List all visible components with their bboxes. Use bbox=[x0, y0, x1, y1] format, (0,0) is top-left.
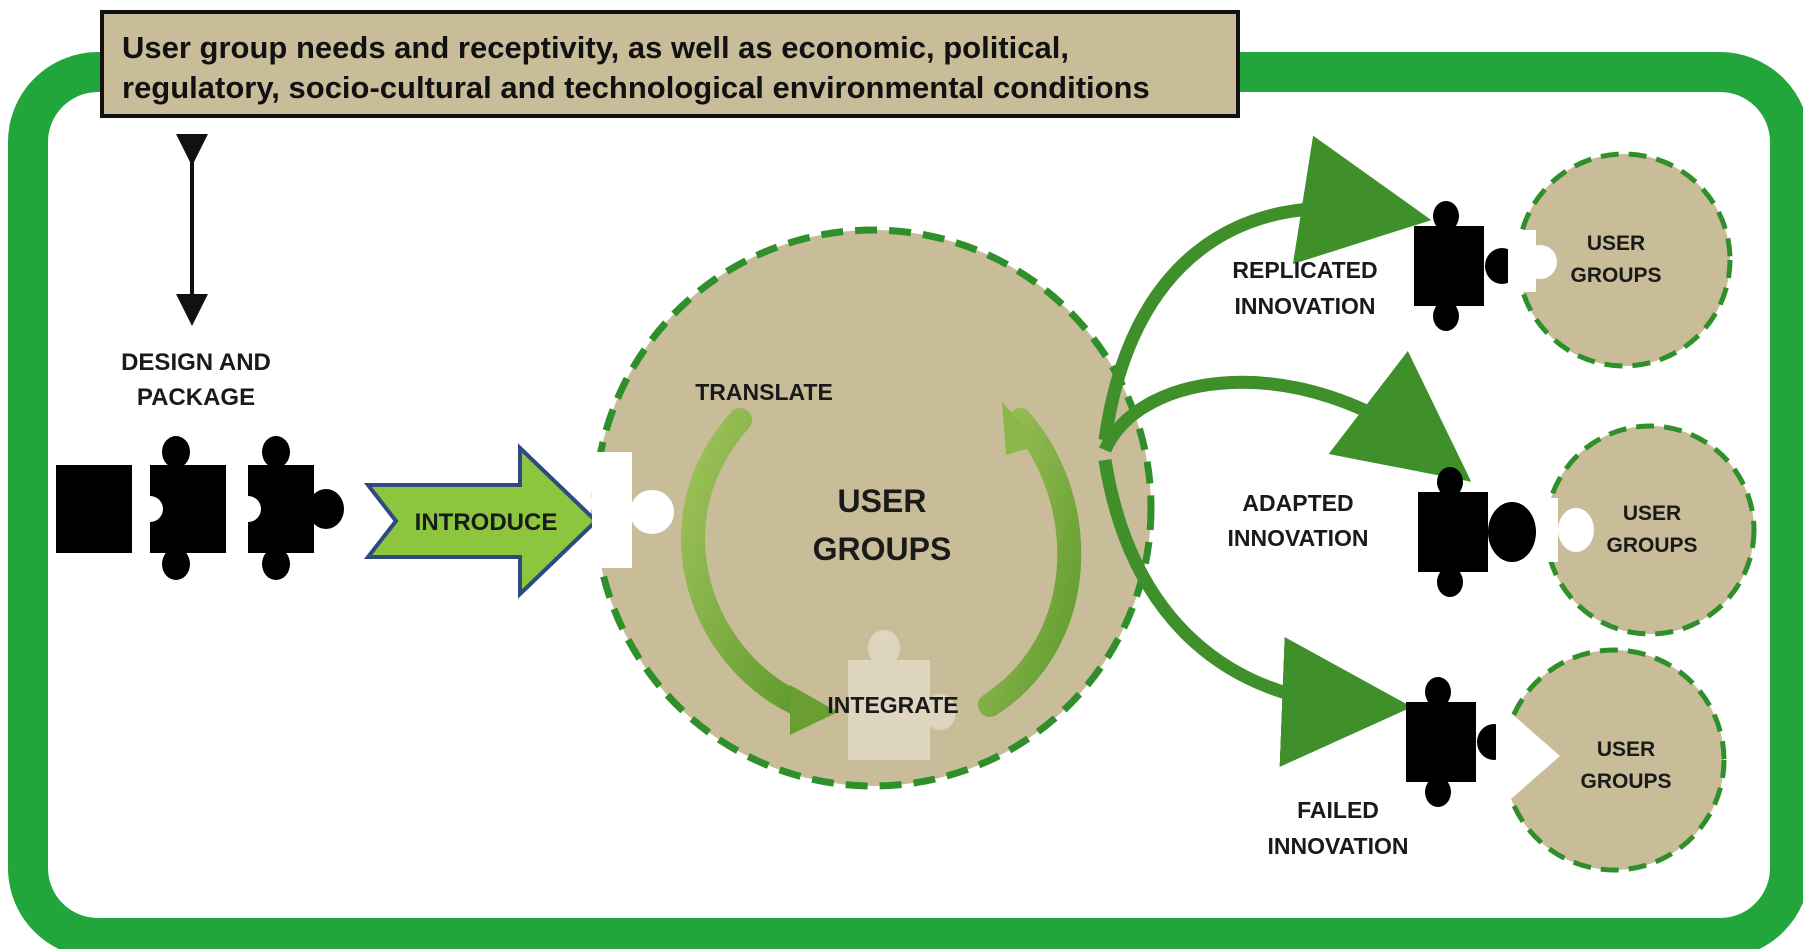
design-label-line2: PACKAGE bbox=[137, 384, 255, 411]
replicated-user-label-line2: GROUPS bbox=[1570, 264, 1661, 287]
introduce-arrow bbox=[363, 443, 599, 599]
replicated-label-line1: REPLICATED bbox=[1232, 257, 1377, 283]
translate-curve-head bbox=[790, 685, 838, 735]
failed-user-groups-circle bbox=[1496, 647, 1727, 873]
failed-label-line2: INNOVATION bbox=[1268, 833, 1409, 859]
replicated-user-label-line1: USER bbox=[1587, 232, 1645, 255]
arrow-adapted bbox=[1099, 350, 1472, 482]
failed-label-line1: FAILED bbox=[1297, 797, 1379, 823]
header-context-box: User group needs and receptivity, as wel… bbox=[100, 10, 1240, 118]
header-line-2: regulatory, socio-cultural and technolog… bbox=[122, 70, 1150, 106]
arrow-replicated bbox=[1098, 135, 1432, 441]
faded-puzzle-icon bbox=[848, 630, 956, 760]
user-groups-label-line1: USER bbox=[838, 483, 927, 519]
translate-label: TRANSLATE bbox=[695, 379, 833, 405]
replicated-label-line2: INNOVATION bbox=[1235, 293, 1376, 319]
integrate-label: INTEGRATE bbox=[827, 692, 958, 718]
puzzle-piece-tab-icon bbox=[235, 436, 344, 580]
introduce-label: INTRODUCE bbox=[415, 509, 558, 536]
adapted-label-line1: ADAPTED bbox=[1242, 490, 1353, 516]
user-groups-label-line2: GROUPS bbox=[813, 531, 952, 567]
failed-puzzle-icon bbox=[1406, 677, 1511, 807]
replicated-puzzle-icon bbox=[1414, 201, 1519, 331]
adapted-puzzle-icon bbox=[1418, 467, 1536, 597]
arrow-failed bbox=[1098, 458, 1412, 767]
adapted-label-line2: INNOVATION bbox=[1228, 525, 1369, 551]
integrate-curve bbox=[978, 408, 1082, 717]
puzzle-piece-icon bbox=[137, 436, 226, 580]
failed-user-label-line2: GROUPS bbox=[1580, 770, 1671, 793]
integrate-curve-head bbox=[1002, 402, 1040, 455]
failed-user-label-line1: USER bbox=[1597, 738, 1655, 761]
replicated-user-groups-circle bbox=[1508, 151, 1733, 369]
puzzle-square-icon bbox=[56, 465, 132, 553]
adapted-user-label-line1: USER bbox=[1623, 502, 1681, 525]
header-line-1: User group needs and receptivity, as wel… bbox=[122, 30, 1069, 65]
translate-curve bbox=[681, 408, 812, 717]
puzzle-slot-icon bbox=[592, 452, 674, 568]
design-label-line1: DESIGN AND bbox=[121, 349, 271, 376]
adapted-user-groups-circle bbox=[1538, 423, 1757, 637]
adapted-user-label-line2: GROUPS bbox=[1606, 534, 1697, 557]
